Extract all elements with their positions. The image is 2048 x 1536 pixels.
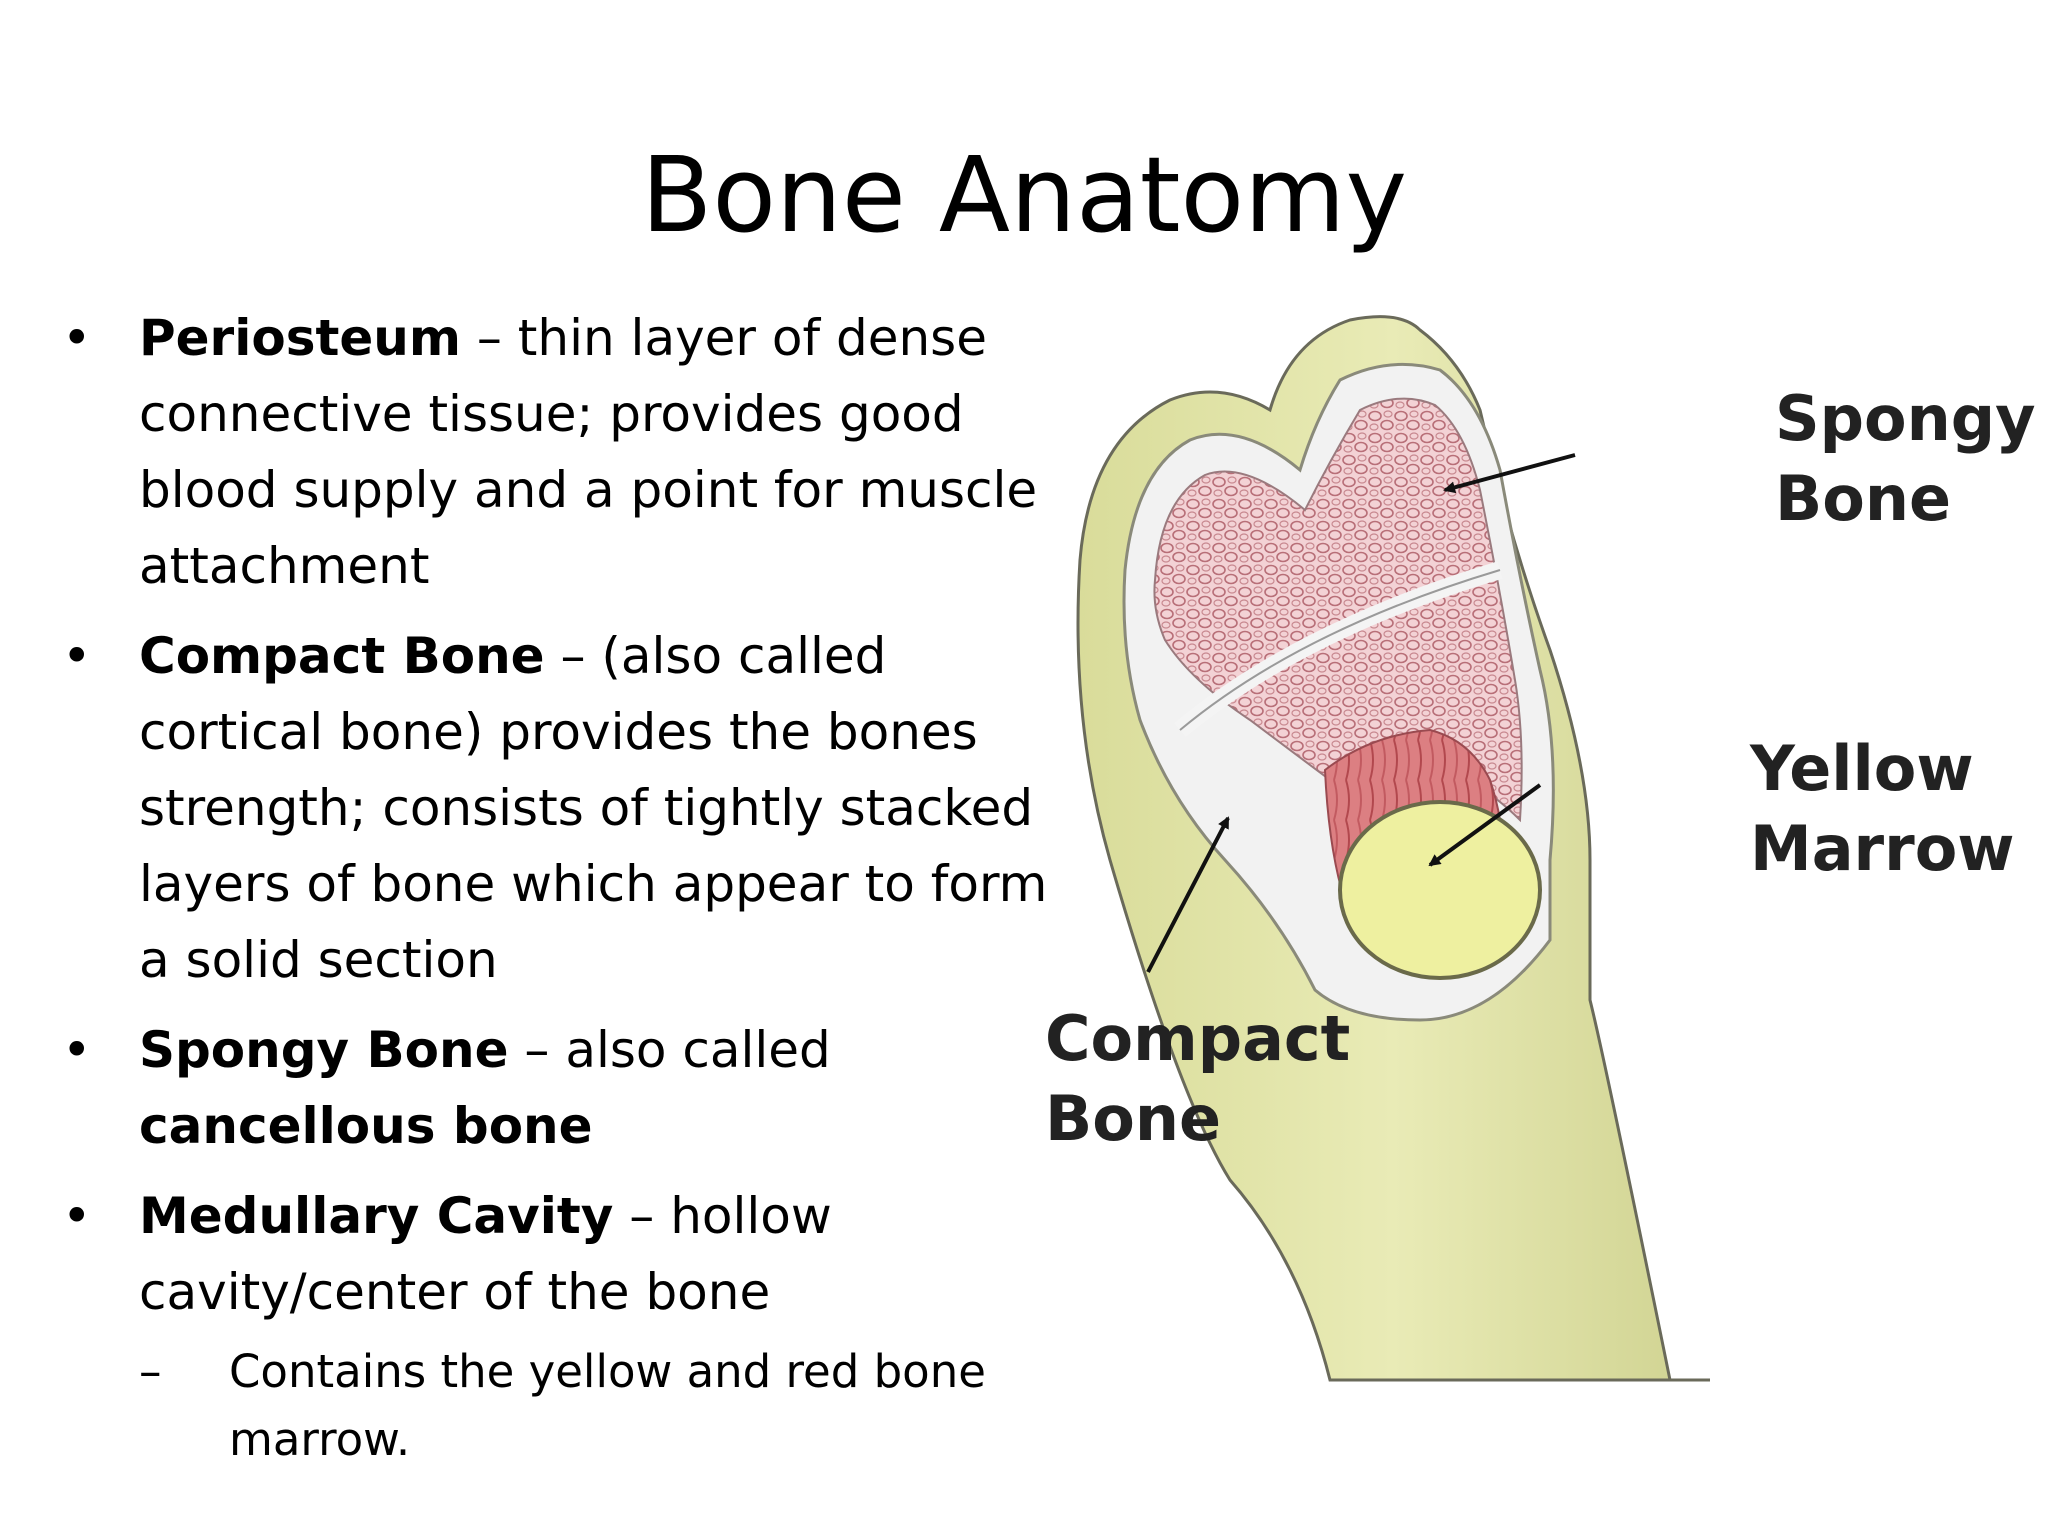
bullet-separator: –	[544, 627, 602, 685]
bullet-text: thin layer of dense connective tissue; p…	[139, 309, 1038, 595]
bullet-glyph: •	[62, 627, 92, 685]
bullet-text: (also called cortical bone) provides the…	[139, 627, 1048, 989]
bullet-medullary-cavity: • Medullary Cavity – hollow cavity/cente…	[52, 1178, 1052, 1474]
bullet-term-secondary: cancellous bone	[139, 1097, 593, 1155]
bullet-compact-bone: • Compact Bone – (also called cortical b…	[52, 618, 1052, 998]
sub-bullet-list: – Contains the yellow and red bone marro…	[139, 1338, 1052, 1474]
bullet-list: • Periosteum – thin layer of dense conne…	[52, 300, 1052, 1488]
bullet-term: Spongy Bone	[139, 1021, 509, 1079]
bullet-term: Medullary Cavity	[139, 1187, 614, 1245]
yellow-marrow-arrow	[1428, 783, 1542, 867]
slide-title: Bone Anatomy	[641, 134, 1407, 256]
bullet-text: also called	[565, 1021, 831, 1079]
bullet-term: Compact Bone	[139, 627, 545, 685]
bullet-spongy-bone: • Spongy Bone – also called cancellous b…	[52, 1012, 1052, 1164]
spongy-bone-region	[1153, 397, 1523, 823]
bone-illustration: Spongy Bone Yellow Marrow Compact Bone	[1045, 315, 2036, 1382]
compact-bone-arrow	[1146, 816, 1230, 973]
sub-bullet-text: Contains the yellow and red bone marrow.	[229, 1345, 986, 1466]
bullet-text: hollow cavity/center of the bone	[139, 1187, 832, 1321]
bone-diagram: Spongy Bone Yellow Marrow Compact Bone	[1030, 300, 2040, 1480]
bullet-separator: –	[613, 1187, 671, 1245]
label-spongy-line1: Spongy	[1775, 382, 2036, 455]
sub-bullet-marrow: – Contains the yellow and red bone marro…	[139, 1338, 1052, 1474]
label-yellow-line1: Yellow	[1749, 732, 1974, 805]
label-compact-line2: Bone	[1045, 1082, 1221, 1155]
yellow-marrow-region	[1338, 800, 1542, 980]
bullet-separator: –	[508, 1021, 566, 1079]
bullet-glyph: •	[62, 309, 92, 367]
bullet-glyph: •	[62, 1021, 92, 1079]
bullet-separator: –	[460, 309, 518, 367]
label-yellow-line2: Marrow	[1750, 812, 2015, 885]
bullet-term: Periosteum	[139, 309, 461, 367]
bullet-periosteum: • Periosteum – thin layer of dense conne…	[52, 300, 1052, 604]
spongy-bone-arrow	[1443, 453, 1576, 494]
label-compact-line1: Compact	[1045, 1002, 1350, 1075]
sub-bullet-dash: –	[139, 1345, 162, 1398]
bullet-glyph: •	[62, 1187, 92, 1245]
label-spongy-line2: Bone	[1775, 462, 1951, 535]
